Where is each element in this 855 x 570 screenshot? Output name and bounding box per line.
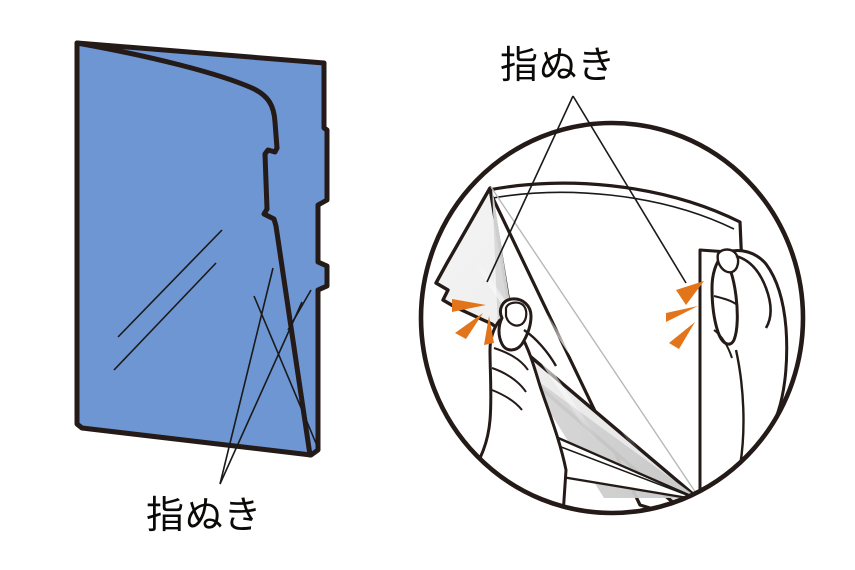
detail-sheet-fold-crease [490, 186, 701, 500]
hand-left-crease-1 [493, 347, 529, 371]
callout-leader-right-b [572, 95, 687, 284]
label-top-right: 指ぬき [500, 43, 616, 87]
callout-leader-left-a [219, 267, 274, 485]
spark-right-ray-1 [676, 281, 704, 305]
hand-left-crease-2 [491, 367, 527, 393]
spark-left-ray-1 [452, 299, 486, 312]
folder-back-edge-line [253, 295, 319, 449]
hand-right-wrist-line [734, 349, 745, 467]
hand-right-group [698, 248, 789, 494]
hand-right-crease-2 [713, 329, 733, 359]
hand-right-crease-1 [713, 295, 737, 305]
hand-right-thumb [735, 254, 772, 329]
detail-sheet-glint-2 [533, 298, 642, 457]
spark-right-ray-2 [666, 306, 698, 322]
folder-front-flap-edge [74, 40, 280, 151]
callout-leader-right-a [486, 95, 574, 283]
folder-notch-lower [261, 206, 313, 458]
detail-circle-outline [418, 120, 806, 516]
hand-left-crease-3 [491, 389, 523, 411]
folder-sheen-line-1 [117, 229, 223, 338]
detail-bottom-edge-line [555, 444, 701, 501]
detail-sheet-glint-1 [472, 257, 599, 443]
spark-left-ray-3 [484, 316, 494, 345]
label-bottom-left: 指ぬき [146, 493, 262, 537]
spark-left [452, 299, 494, 345]
hand-left-group [444, 297, 568, 511]
hand-left-thumb-line [523, 329, 558, 367]
spark-right [666, 281, 704, 349]
hand-right-fingertip [716, 248, 740, 274]
left-folder-group [74, 40, 330, 485]
folder-body-shape [74, 40, 330, 458]
folder-sheen-line-2 [113, 262, 217, 371]
detail-back-panel-rim [492, 191, 735, 230]
spark-right-ray-3 [669, 322, 695, 349]
folder-notch-upper [262, 145, 280, 212]
callout-leader-left-b [219, 301, 303, 485]
detail-circle-contents [434, 181, 789, 511]
hand-left-fingernail [504, 301, 528, 327]
right-detail-group [418, 95, 806, 516]
spark-left-ray-2 [455, 313, 483, 339]
